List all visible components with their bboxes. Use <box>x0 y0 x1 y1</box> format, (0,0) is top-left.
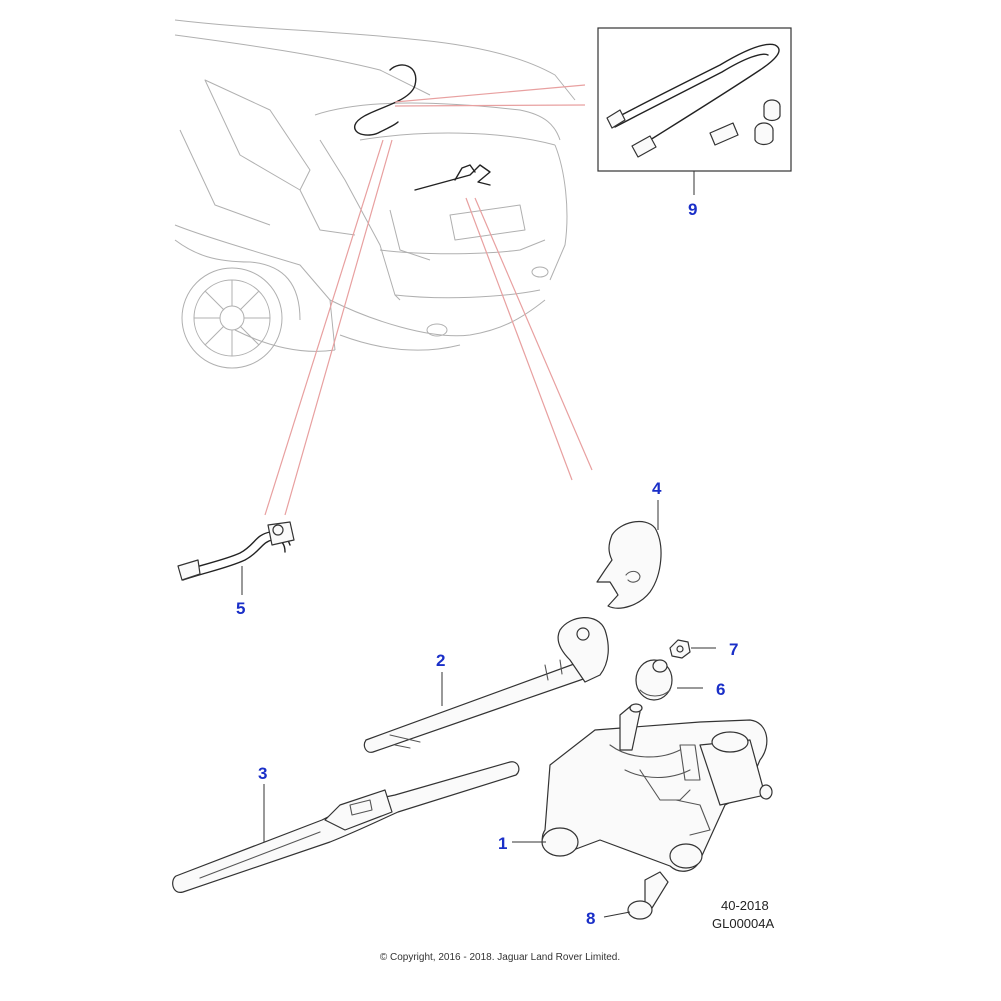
part-4-cover <box>596 520 662 609</box>
callout-5[interactable]: 5 <box>236 599 245 618</box>
washer-hose-route <box>354 64 417 136</box>
callout-2[interactable]: 2 <box>436 651 445 670</box>
vehicle-rear-outline <box>174 19 576 369</box>
callout-1[interactable]: 1 <box>498 834 507 853</box>
figure-code: GL00004A <box>712 916 774 931</box>
part-6-grommet <box>635 659 673 701</box>
callout-7[interactable]: 7 <box>729 640 738 659</box>
wiper-on-tailgate <box>414 164 491 191</box>
copyright-notice: © Copyright, 2016 - 2018. Jaguar Land Ro… <box>380 952 620 963</box>
callout-8[interactable]: 8 <box>586 909 595 928</box>
callout-6[interactable]: 6 <box>716 680 725 699</box>
part-8-bolt <box>627 871 669 920</box>
callout-3[interactable]: 3 <box>258 764 267 783</box>
part-3-wiper-blade <box>172 761 520 893</box>
part-5-hose <box>177 521 295 581</box>
part-2-wiper-arm <box>363 617 609 753</box>
part-9-inset <box>597 27 792 172</box>
date-code: 40-2018 <box>721 898 769 913</box>
part-7-nut <box>669 639 691 659</box>
callout-9[interactable]: 9 <box>688 200 697 219</box>
leader-lines <box>264 84 593 516</box>
part-1-wiper-motor <box>541 703 773 872</box>
callout-4[interactable]: 4 <box>652 479 662 498</box>
